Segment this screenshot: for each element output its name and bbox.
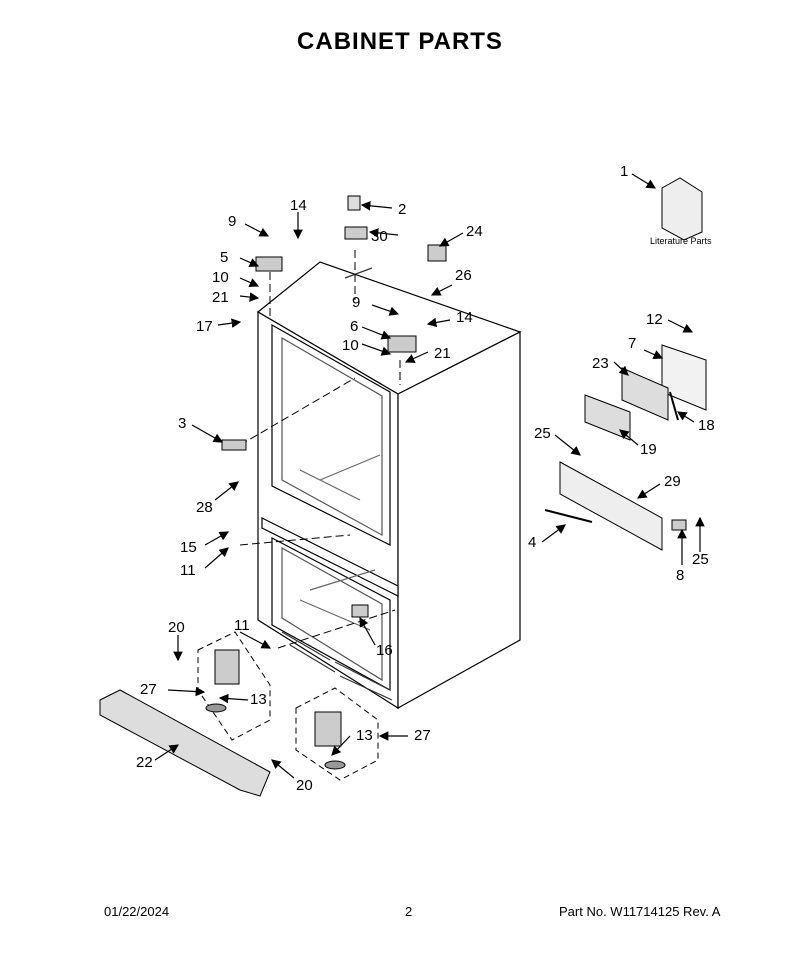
callout-3: 3 xyxy=(178,415,186,432)
callout-1: 1 xyxy=(620,163,628,180)
callout-9-left: 9 xyxy=(228,213,236,230)
callout-26: 26 xyxy=(455,267,472,284)
callout-10-left: 10 xyxy=(212,269,229,286)
callout-13-left: 13 xyxy=(250,691,267,708)
callout-11-lower: 11 xyxy=(234,617,250,634)
callout-22: 22 xyxy=(136,754,153,771)
callout-16: 16 xyxy=(376,642,393,659)
callout-7: 7 xyxy=(628,335,636,352)
footer-part-number: Part No. W11714125 Rev. A xyxy=(559,904,721,919)
callout-27-left: 27 xyxy=(140,681,157,698)
callout-27-right: 27 xyxy=(414,727,431,744)
literature-label: Literature Parts xyxy=(650,236,712,246)
callout-15: 15 xyxy=(180,539,197,556)
page-title: CABINET PARTS xyxy=(297,28,503,55)
callout-20-right: 20 xyxy=(296,777,313,794)
callout-19: 19 xyxy=(640,441,657,458)
callout-2: 2 xyxy=(398,201,406,218)
callout-18: 18 xyxy=(698,417,715,434)
callout-11-upper: 11 xyxy=(180,562,196,579)
callout-21-right: 21 xyxy=(434,345,451,362)
callout-13-right: 13 xyxy=(356,727,373,744)
callout-6: 6 xyxy=(350,318,358,335)
callout-14-right: 14 xyxy=(456,309,473,326)
footer-page-number: 2 xyxy=(405,904,413,919)
callout-30: 30 xyxy=(371,228,388,245)
callout-28: 28 xyxy=(196,499,213,516)
callout-12: 12 xyxy=(646,311,663,328)
callout-25-left: 25 xyxy=(534,425,551,442)
callout-25-right: 25 xyxy=(692,551,709,568)
callout-23: 23 xyxy=(592,355,609,372)
callout-9-right: 9 xyxy=(352,294,360,311)
callout-24: 24 xyxy=(466,223,483,240)
callout-8: 8 xyxy=(676,567,684,584)
footer-date: 01/22/2024 xyxy=(104,904,170,919)
callout-14-left: 14 xyxy=(290,197,307,214)
callout-29: 29 xyxy=(664,473,681,490)
callout-10-right: 10 xyxy=(342,337,359,354)
callout-4: 4 xyxy=(528,534,536,551)
callout-17: 17 xyxy=(196,318,213,335)
callout-21-left: 21 xyxy=(212,289,229,306)
callout-20-left: 20 xyxy=(168,619,185,636)
callout-5: 5 xyxy=(220,249,228,266)
